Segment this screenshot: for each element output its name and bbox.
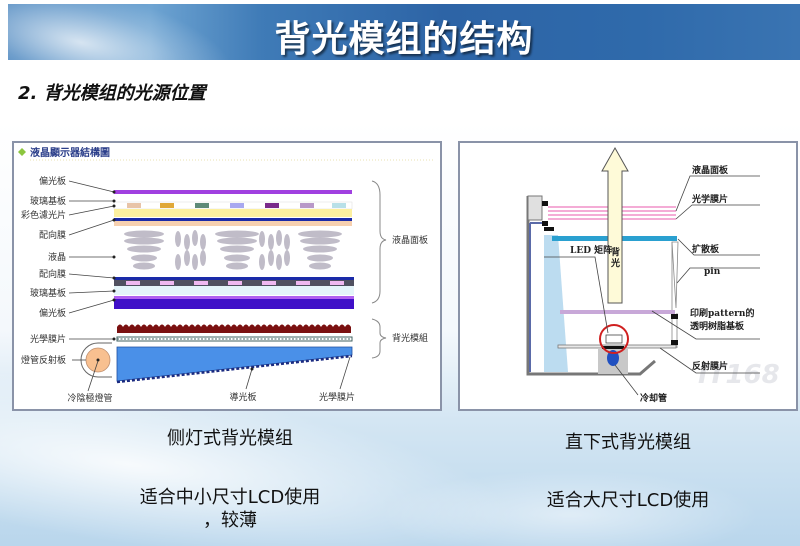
label-ccfl: 冷陰極燈管 [67,392,112,404]
label-light-guide: 導光板 [229,391,256,403]
svg-text:IT168: IT168 [698,360,780,390]
label-resin-substrate: 透明树脂基板 [690,320,745,332]
housing-frame [526,196,656,376]
edge-lit-diagram: 液晶顯示器結構圖 [18,146,434,404]
leader-lines [544,175,760,396]
svg-text:背 光: 背 光 [610,246,623,269]
background-cloud [380,470,760,546]
light-guide-plate [116,346,353,382]
pin [671,241,679,309]
page-title: 背光模组的结构 [274,19,534,60]
arrow-label-char1: 背 [611,246,620,258]
prism-sheet [117,324,351,333]
direct-lit-diagram-panel: IT168 [458,141,798,411]
label-led-matrix: LED 矩阵 [570,244,612,256]
label-optical-film: 光學膜片 [30,333,66,345]
label-optical-film: 光学膜片 [691,193,728,205]
backlight-arrow [601,146,629,304]
direct-lit-desc: 适合大尺寸LCD使用 [546,490,710,511]
label-lcd-panel: 液晶面板 [692,164,729,176]
group-label-backlight: 背光模組 [392,332,428,344]
resin-substrate [560,310,675,314]
cooling-pipe [607,350,619,366]
side-light-cone [544,235,568,372]
label-glass-top: 玻璃基板 [30,195,66,207]
liquid-crystal-molecules [124,230,342,270]
watermark-logo: IT168 [698,360,780,390]
label-optical-film-bottom: 光學膜片 [319,391,355,403]
top-polarizer [114,190,352,194]
label-diffuser: 扩散板 [692,243,720,255]
label-glass-bottom: 玻璃基板 [30,287,66,299]
direct-lit-title: 直下式背光模组 [565,432,691,453]
edge-lit-diagram-panel: 液晶顯示器結構圖 [12,141,442,411]
arrow-label-char2: 光 [610,257,620,269]
brace-backlight-module [371,318,387,359]
label-alignment-top: 配向膜 [39,229,66,241]
edge-lit-desc-line1: 适合中小尺寸LCD使用 [139,487,321,508]
section-subtitle: 2. 背光模组的光源位置 [18,83,206,104]
label-polarizer-top: 偏光板 [39,175,66,187]
led-chip [605,334,623,344]
diagram-heading: 液晶顯示器結構圖 [30,146,110,159]
leader-lines [68,180,351,392]
label-cooling-pipe: 冷却管 [640,392,667,404]
label-lamp-reflector: 燈管反射板 [21,354,66,366]
edge-lit-desc-line2: ，较薄 [203,510,257,531]
diamond-bullet-icon [18,148,26,156]
direct-lit-diagram: IT168 [526,146,780,404]
label-color-filter: 彩色濾光片 [21,209,66,221]
brace-lcd-panel [371,180,387,304]
label-reflector-sheet: 反射膜片 [692,360,728,372]
label-printed-pattern: 印刷pattern的 [690,307,754,319]
label-pin: pin [704,267,721,277]
led-highlight-circle [599,324,629,354]
label-polarizer-bottom: 偏光板 [39,307,66,319]
edge-lit-title: 侧灯式背光模组 [167,428,293,449]
label-liquid-crystal: 液晶 [48,251,66,263]
title-banner: 背光模组的结构 [8,4,800,60]
label-alignment-bottom: 配向膜 [39,268,66,280]
group-label-lcd-panel: 液晶面板 [392,234,428,246]
